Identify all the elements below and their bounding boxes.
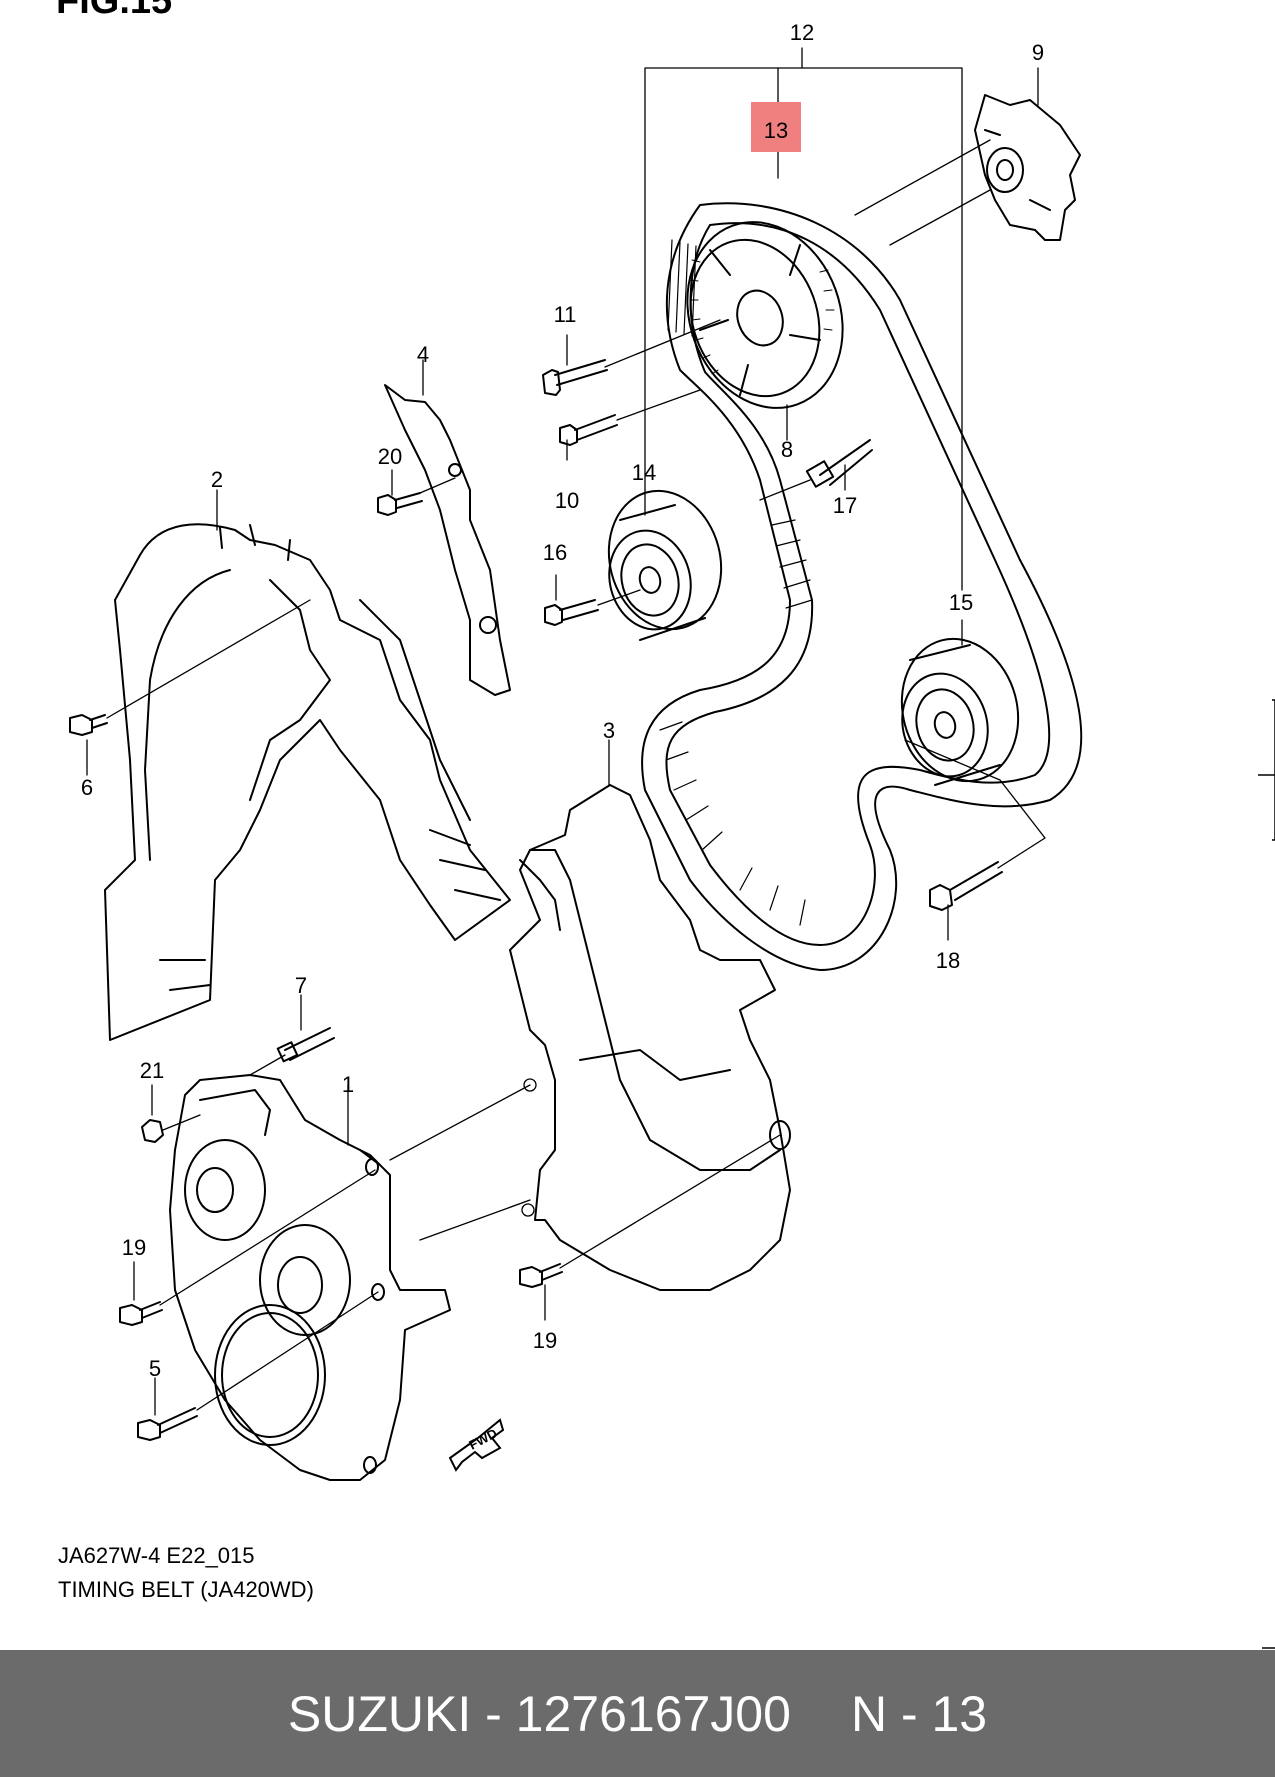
camshaft-pulley: [686, 221, 844, 409]
bolt-19-right: [519, 1263, 563, 1288]
callout-19-left: 19: [122, 1235, 146, 1260]
callout-3: 3: [603, 718, 615, 743]
bolt-20: [377, 492, 423, 516]
nut-21: [141, 1119, 164, 1143]
callout-numbers: 1 2 3 4 5 6 7 8 9 10 11 12 13 14 15 16 1…: [81, 20, 1044, 1381]
bolt-18: [929, 861, 1003, 911]
bolt-16: [544, 599, 599, 626]
callout-5: 5: [149, 1356, 161, 1381]
callout-19-right: 19: [533, 1328, 557, 1353]
callout-16: 16: [543, 540, 567, 565]
leader-lines: [86, 47, 1046, 1416]
callout-11: 11: [554, 302, 577, 327]
stud-7: [276, 1027, 335, 1063]
callout-20: 20: [378, 444, 402, 469]
callout-7: 7: [295, 973, 307, 998]
callout-17: 17: [833, 493, 857, 518]
bolt-6: [69, 714, 108, 736]
rear-timing-cover-3: [509, 784, 791, 1291]
bolt-5: [137, 1407, 198, 1441]
upper-timing-cover-2: [104, 523, 511, 1041]
callout-6: 6: [81, 775, 93, 800]
bolt-11: [542, 359, 608, 396]
callout-2: 2: [211, 467, 223, 492]
callout-15: 15: [949, 590, 973, 615]
bolt-10: [559, 414, 618, 446]
highlight-box: [751, 102, 801, 152]
timing-belt-exploded-diagram: FWD 1 2 3 4 5 6 7 8 9 10 11 12 13 14 15 …: [69, 20, 1275, 1649]
reference-number: N - 13: [850, 1685, 988, 1742]
callout-12: 12: [790, 20, 814, 45]
idler-pulley-15: [900, 637, 1020, 786]
drawing-code: JA627W-4 E22_015: [58, 1543, 255, 1568]
section-title: TIMING BELT (JA420WD): [58, 1577, 314, 1602]
callout-8: 8: [781, 437, 793, 462]
edge-marks: [1258, 699, 1275, 1649]
timing-belt: [641, 202, 1083, 971]
stud-17: [805, 439, 873, 488]
callout-9: 9: [1032, 40, 1044, 65]
callout-10: 10: [555, 488, 579, 513]
tensioner-pulley-14: [607, 489, 723, 641]
footer-bar: SUZUKI - 1276167J00 N - 13: [0, 1650, 1275, 1777]
callout-18: 18: [936, 948, 960, 973]
callout-14: 14: [632, 460, 656, 485]
callout-4: 4: [417, 342, 429, 367]
callout-21: 21: [140, 1058, 164, 1083]
timing-belt-plate-4: [384, 384, 511, 696]
part-number: SUZUKI - 1276167J00: [287, 1685, 791, 1742]
figure-title: FIG.15: [56, 0, 173, 22]
tensioner-bracket-9: [974, 94, 1081, 241]
lower-timing-cover-1: [169, 1074, 451, 1481]
callout-13: 13: [764, 118, 788, 143]
bolt-19-left: [119, 1301, 163, 1326]
callout-1: 1: [342, 1072, 354, 1097]
fwd-arrow: FWD: [448, 1418, 505, 1472]
